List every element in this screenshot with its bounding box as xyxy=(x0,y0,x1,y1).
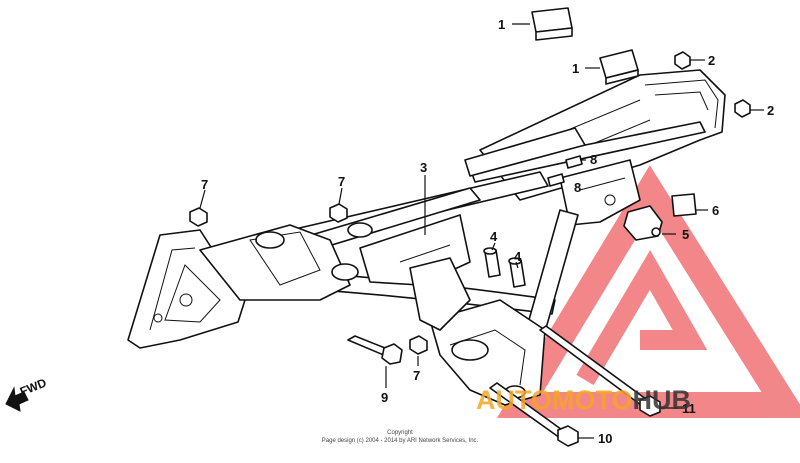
callout-8b: 8 xyxy=(574,180,581,195)
stud-bolts xyxy=(547,155,583,187)
watermark-part-1: AUTO xyxy=(476,385,552,415)
leader-lines xyxy=(199,23,764,439)
callout-4a: 4 xyxy=(490,229,498,244)
svg-text:AUTOMOTOHUB: AUTOMOTOHUB xyxy=(476,385,691,415)
mount-boss-2 xyxy=(331,263,359,281)
callout-9: 9 xyxy=(381,390,388,405)
plate-part-6 xyxy=(671,193,697,217)
callout-7a: 7 xyxy=(201,177,208,192)
forward-direction-indicator: FWD xyxy=(5,375,49,412)
nut-7-low xyxy=(409,335,428,355)
fwd-label: FWD xyxy=(18,375,49,398)
copyright-line-2: Page design (c) 2004 - 2014 by ARI Netwo… xyxy=(322,438,479,444)
copyright-line-1: Copyright xyxy=(387,430,413,436)
callout-1b: 1 xyxy=(572,61,579,76)
nut-7-mid xyxy=(329,203,348,223)
fwd-arrow-icon xyxy=(5,386,29,412)
copyright-notice: Copyright Page design (c) 2004 - 2014 by… xyxy=(322,430,479,444)
rubber-cushion-top xyxy=(531,7,573,41)
nut-upper xyxy=(674,51,691,70)
upper-seat-rail-tube xyxy=(469,121,706,183)
callout-7b: 7 xyxy=(338,174,345,189)
bolt-part-10 xyxy=(489,382,579,447)
callout-labels: 1 1 2 2 3 4 4 5 6 7 7 7 8 8 9 10 11 xyxy=(201,17,774,446)
watermark-inner-a xyxy=(576,250,708,386)
lower-mount-bracket xyxy=(409,257,471,331)
watermark-part-3: HUB xyxy=(633,385,692,415)
callout-8a: 8 xyxy=(590,152,597,167)
callout-5: 5 xyxy=(682,227,689,242)
nut-7-left xyxy=(189,207,208,227)
head-gusset xyxy=(199,224,351,301)
watermark-wordmark: AUTOMOTOHUB xyxy=(476,385,691,415)
clip-part-5 xyxy=(623,205,663,241)
rubber-cushion-mid xyxy=(599,49,639,85)
callout-7c: 7 xyxy=(413,368,420,383)
callout-4b: 4 xyxy=(514,249,522,264)
callout-11: 11 xyxy=(682,401,696,416)
callout-1a: 1 xyxy=(498,17,505,32)
spacer-collars xyxy=(483,247,526,288)
callout-10: 10 xyxy=(598,431,612,446)
callout-3: 3 xyxy=(420,160,427,175)
cross-member xyxy=(464,127,586,177)
mount-boss-3 xyxy=(347,222,373,238)
callout-6: 6 xyxy=(712,203,719,218)
nut-right xyxy=(734,99,751,118)
bolt-part-11 xyxy=(539,325,661,417)
bolt-part-9 xyxy=(347,335,403,365)
frame-assembly xyxy=(127,7,751,447)
callout-2a: 2 xyxy=(708,53,715,68)
callout-2b: 2 xyxy=(767,103,774,118)
mount-boss-1 xyxy=(255,231,285,249)
watermark-part-2: MOTO xyxy=(552,385,633,415)
